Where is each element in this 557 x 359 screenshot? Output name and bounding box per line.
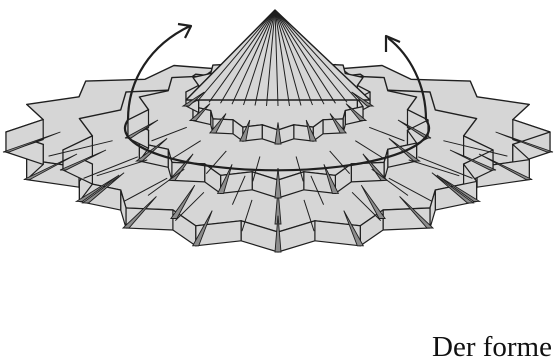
figure-caption: Der forme — [432, 333, 552, 359]
central-cone — [186, 10, 370, 100]
